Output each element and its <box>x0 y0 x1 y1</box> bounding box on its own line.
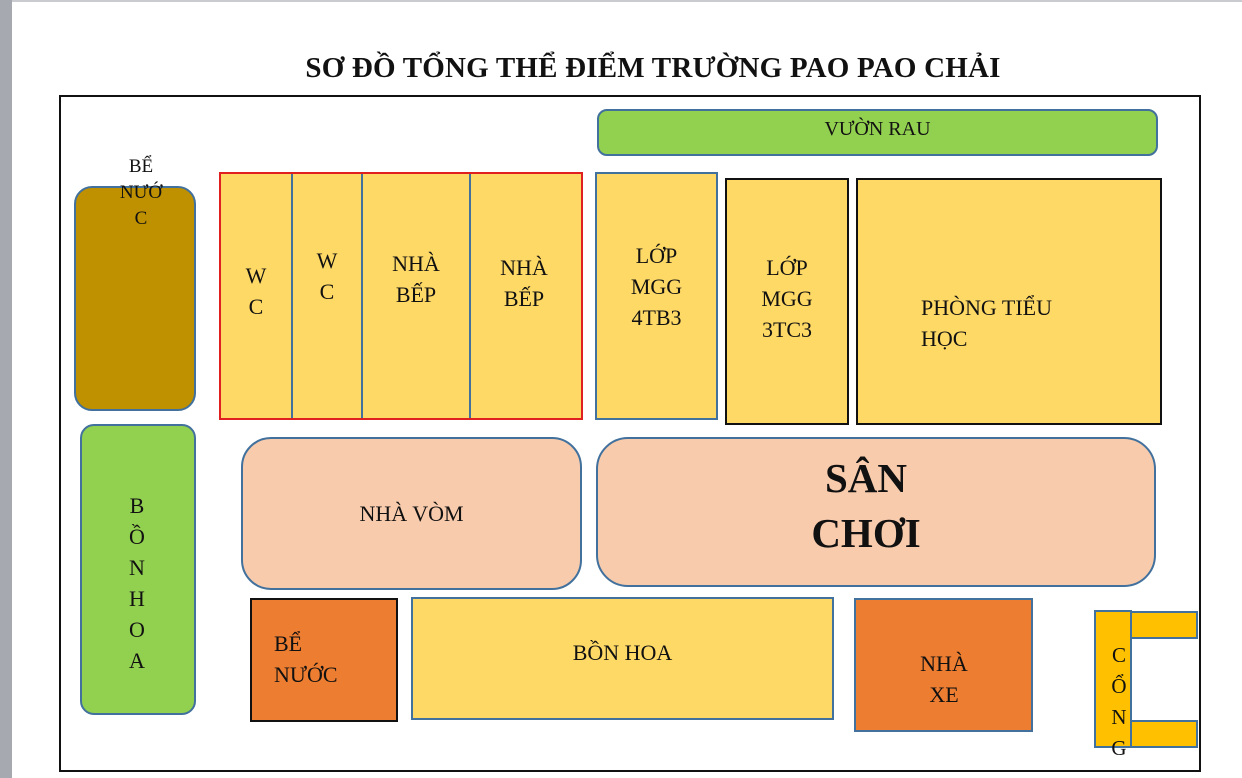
water-tank-top-label: BỂ NƯỚ C <box>119 156 163 229</box>
site-boundary <box>59 95 1201 772</box>
playground: SÂN CHƠI <box>596 437 1156 587</box>
window-left-bar <box>0 0 12 778</box>
classroom-3tc3-label: LỚP MGG 3TC3 <box>761 255 813 342</box>
vegetable-garden: VƯỜN RAU <box>597 109 1158 156</box>
gate-post <box>1094 610 1132 748</box>
primary-school-room: PHÒNG TIỂU HỌC <box>856 178 1162 425</box>
flower-bed-left: B Ồ N H O A <box>80 424 196 715</box>
water-tank-bottom-label: BỂ NƯỚC <box>274 631 338 687</box>
primary-school-room-label: PHÒNG TIỂU HỌC <box>921 295 1052 351</box>
window-top-line <box>12 0 1242 2</box>
divider-3 <box>469 174 471 418</box>
diagram-title: SƠ ĐỒ TỔNG THỂ ĐIỂM TRƯỜNG PAO PAO CHẢI <box>305 52 1001 84</box>
dome-house: NHÀ VÒM <box>241 437 582 590</box>
classroom-4tb3-label: LỚP MGG 4TB3 <box>630 243 683 330</box>
wc-2-label: W C <box>316 248 338 304</box>
kitchen-2-label: NHÀ BẾP <box>500 255 548 311</box>
classroom-4tb3: LỚP MGG 4TB3 <box>595 172 718 420</box>
garage-label: NHÀ XE <box>920 651 968 707</box>
gate-label: C Ổ N G <box>1111 643 1127 760</box>
divider-2 <box>361 174 363 418</box>
garage: NHÀ XE <box>854 598 1033 732</box>
kitchen-1-label: NHÀ BẾP <box>392 251 440 307</box>
divider-1 <box>291 174 293 418</box>
kitchen-wc-block <box>219 172 583 420</box>
water-tank-bottom: BỂ NƯỚC <box>250 598 398 722</box>
gate-wing-bottom <box>1130 720 1198 748</box>
vegetable-garden-label: VƯỜN RAU <box>824 118 931 140</box>
gate-wing-top <box>1130 611 1198 639</box>
flower-bed-bottom: BỒN HOA <box>411 597 834 720</box>
classroom-3tc3: LỚP MGG 3TC3 <box>725 178 849 425</box>
playground-label: SÂN CHƠI <box>811 455 921 556</box>
wc-1-label: W C <box>245 263 267 319</box>
flower-bed-bottom-label: BỒN HOA <box>572 640 673 665</box>
water-tank-top <box>74 186 196 411</box>
dome-house-label: NHÀ VÒM <box>359 501 464 526</box>
flower-bed-left-label: B Ồ N H O A <box>129 493 145 673</box>
